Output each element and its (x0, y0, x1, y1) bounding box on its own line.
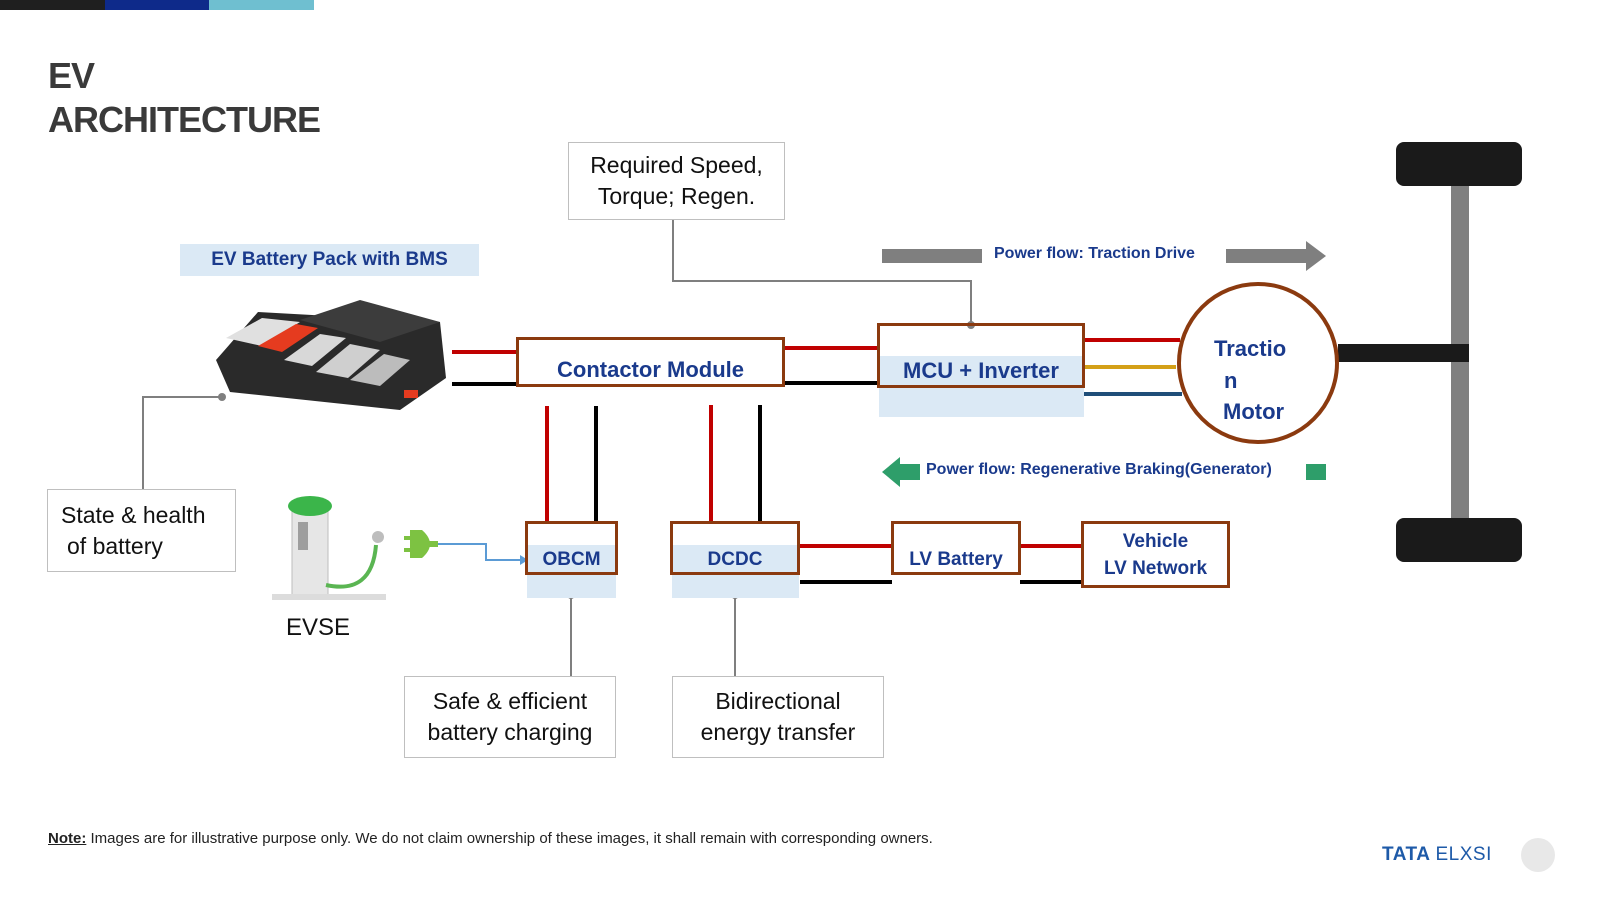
battery-pack-label: EV Battery Pack with BMS (180, 244, 479, 276)
motor-label-line-2: n (1224, 367, 1238, 393)
callout-battery-state: State & health of battery (47, 489, 236, 572)
battery-pack-image (216, 300, 446, 410)
contactor-module: Contactor Module (516, 337, 785, 387)
topbar-segment-dark (0, 0, 105, 10)
logo-tata: TATA (1382, 844, 1430, 865)
power-flow-regen-label: Power flow: Regenerative Braking(Generat… (926, 461, 1272, 478)
traction-arrow-head (1306, 241, 1326, 271)
leader-state-dot (218, 393, 226, 401)
axle-shaft (1338, 344, 1469, 362)
callout-charging: Safe & efficient battery charging (404, 676, 616, 758)
traction-arrow-body (1226, 249, 1306, 263)
mcu-inverter-label: MCU + Inverter (903, 358, 1059, 383)
obcm-shade (527, 545, 616, 598)
footnote-text: Images are for illustrative purpose only… (86, 830, 933, 847)
leader-speed (672, 220, 972, 325)
mcu-inverter-module: MCU + Inverter (877, 323, 1085, 388)
callout-charging-line-2: battery charging (427, 719, 593, 745)
logo-elxsi: ELXSI (1435, 844, 1492, 865)
footnote: Note: Images are for illustrative purpos… (48, 830, 933, 847)
topbar-segment-teal (209, 0, 314, 10)
contactor-module-label: Contactor Module (557, 357, 744, 382)
title-line-2: ARCHITECTURE (48, 99, 321, 140)
page-title: EV ARCHITECTURE (48, 54, 321, 142)
plug-icon (404, 530, 438, 558)
callout-state-line-1: State & health (61, 501, 206, 528)
callout-energy-line-2: energy transfer (700, 719, 856, 745)
wheel-top (1396, 142, 1522, 186)
topbar-segment-navy (105, 0, 209, 10)
callout-charging-line-1: Safe & efficient (432, 688, 588, 714)
lv-battery-label: LV Battery (909, 549, 1003, 570)
callout-energy-transfer: Bidirectional energy transfer (672, 676, 884, 758)
obcm-module: OBCM (525, 521, 618, 575)
obcm-label: OBCM (542, 549, 601, 570)
motor-label-line-1: Tractio (1214, 336, 1287, 361)
regen-arrow-tail (1306, 464, 1326, 480)
callout-state-line-2: of battery (67, 532, 163, 559)
dcdc-shade (672, 545, 799, 598)
lv-battery-module: LV Battery (891, 521, 1021, 575)
motor-circle (1177, 282, 1339, 444)
page-number-circle (1521, 838, 1555, 872)
charge-cable-arrowhead (520, 555, 528, 565)
leader-state (142, 396, 222, 490)
wheel-bottom (1396, 518, 1522, 562)
dcdc-label: DCDC (707, 549, 763, 570)
callout-speed-line-1: Required Speed, (590, 152, 763, 178)
title-line-1: EV (48, 55, 95, 96)
vehicle-network-line-2: LV Network (1103, 557, 1208, 579)
power-flow-traction-label: Power flow: Traction Drive (994, 245, 1195, 262)
tata-elxsi-logo: TATA ELXSI (1382, 844, 1492, 866)
callout-energy-line-1: Bidirectional (715, 688, 841, 714)
callout-speed-line-2: Torque; Regen. (597, 183, 756, 209)
evse-label: EVSE (286, 614, 351, 641)
traction-arrow-tail (882, 249, 982, 263)
traction-motor-label: Tractio n Motor (1214, 333, 1286, 428)
dcdc-module: DCDC (670, 521, 800, 575)
vehicle-network-line-1: Vehicle (1122, 530, 1189, 552)
vehicle-lv-network-module: Vehicle LV Network (1081, 521, 1230, 588)
evse-charger-image (272, 496, 386, 600)
regen-arrow-head (882, 457, 920, 487)
callout-speed-torque: Required Speed, Torque; Regen. (568, 142, 785, 220)
footnote-prefix: Note: (48, 830, 87, 847)
charge-cable (438, 543, 520, 561)
motor-label-line-3: Motor (1223, 399, 1285, 424)
